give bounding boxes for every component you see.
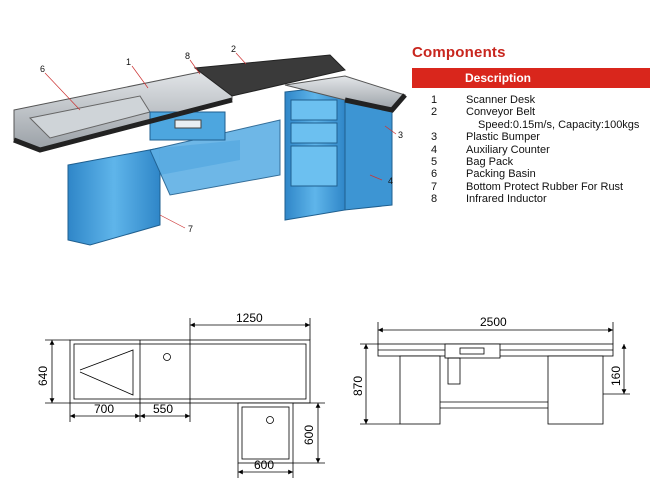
top-view-auxiliary	[237, 402, 294, 464]
components-title: Components	[412, 44, 506, 61]
dim-2500: 2500	[480, 315, 507, 329]
dim-870: 870	[351, 376, 365, 396]
callout-6: 6	[40, 64, 45, 74]
callout-8: 8	[185, 51, 190, 61]
dim-600-horizontal: 600	[254, 458, 274, 472]
dim-600-vertical: 600	[302, 425, 316, 445]
callout-2: 2	[231, 44, 236, 54]
dim-160: 160	[609, 366, 623, 386]
callout-1: 1	[126, 57, 131, 67]
dim-550: 550	[153, 402, 173, 416]
callout-4: 4	[388, 176, 393, 186]
technical-drawings: 1250 640 700 550 600 600 2500 870 160	[36, 311, 630, 478]
dim-700: 700	[94, 402, 114, 416]
description-header: Description	[412, 68, 650, 88]
component-row: Speed:0.15m/s, Capacity:100kgs	[478, 118, 640, 131]
product-photo: 6 1 8 2 3 4 7	[13, 44, 407, 246]
dim-1250: 1250	[236, 311, 263, 325]
callout-7: 7	[188, 224, 193, 234]
callout-3: 3	[398, 130, 403, 140]
dim-640: 640	[36, 366, 50, 386]
